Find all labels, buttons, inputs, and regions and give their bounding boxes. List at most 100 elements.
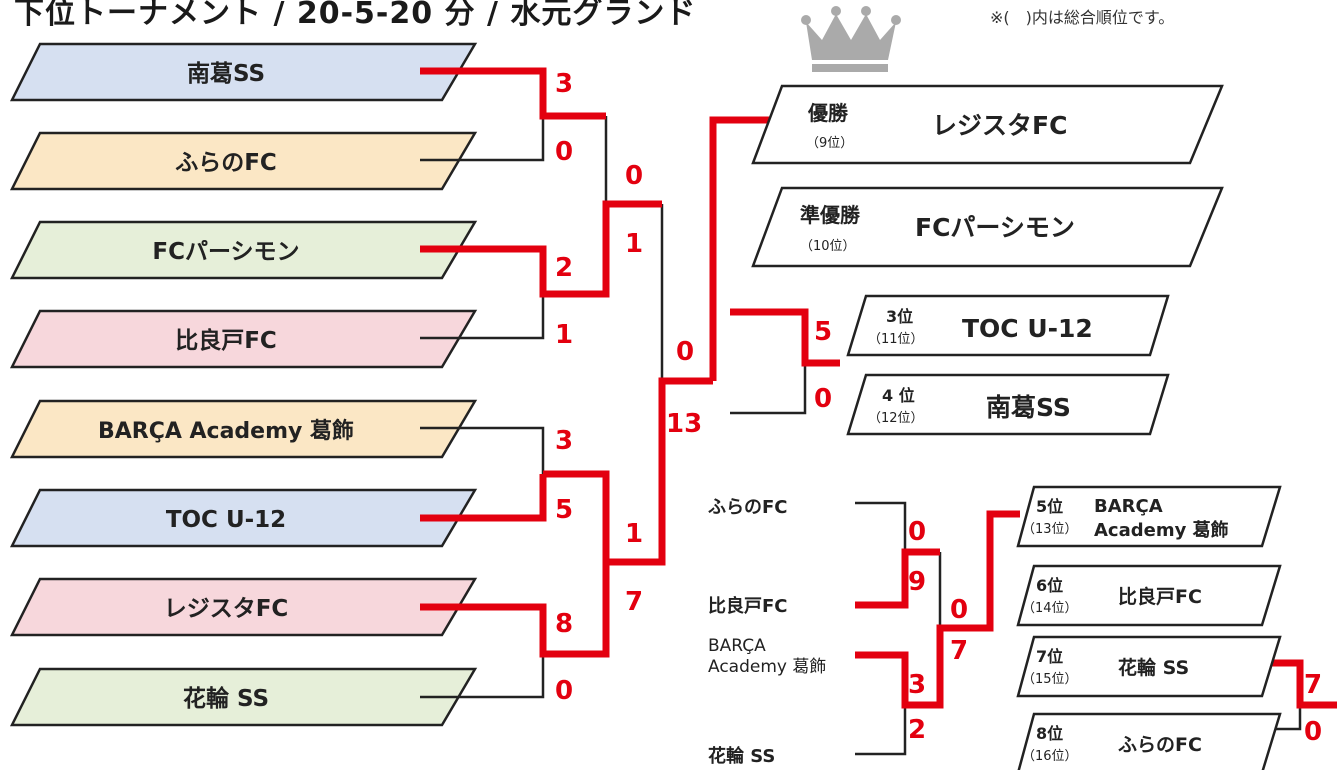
score: 0 bbox=[625, 161, 643, 191]
bracket-line bbox=[420, 426, 545, 474]
bracket-lines-win bbox=[420, 67, 1337, 709]
team-label: 花輪 SS bbox=[183, 685, 269, 712]
win-path bbox=[420, 377, 713, 658]
score: 1 bbox=[625, 519, 643, 549]
score: 3 bbox=[908, 670, 926, 700]
result-team: FCパーシモン bbox=[915, 213, 1075, 242]
score: 3 bbox=[555, 69, 573, 99]
score: 9 bbox=[908, 567, 926, 597]
team-label: 比良戸FC bbox=[708, 595, 788, 617]
win-path bbox=[709, 116, 770, 381]
result-box bbox=[846, 373, 1170, 436]
score: 0 bbox=[908, 517, 926, 547]
result-rank: 7位 bbox=[1036, 647, 1063, 666]
win-path bbox=[855, 510, 1020, 709]
lower-bracket-scores: 0 9 3 2 0 7 bbox=[908, 517, 968, 745]
team-box bbox=[9, 220, 478, 280]
round1-scores: 3 0 2 1 3 5 8 0 bbox=[555, 69, 573, 706]
win-path bbox=[420, 200, 662, 298]
bracket-lines-loss bbox=[420, 116, 1302, 756]
result-rank: 優勝 bbox=[807, 101, 849, 125]
crown-icon bbox=[801, 6, 901, 72]
score: 2 bbox=[908, 715, 926, 745]
result-boxes-top bbox=[751, 84, 1224, 436]
result-box bbox=[1017, 712, 1282, 770]
team-box bbox=[9, 309, 478, 369]
result-overall: （9位） bbox=[806, 136, 853, 151]
first-round-team-labels: 南葛SS ふらのFC FCパーシモン 比良戸FC BARÇA Academy 葛… bbox=[98, 61, 354, 712]
team-label: BARÇA bbox=[708, 636, 766, 656]
score: 8 bbox=[555, 609, 573, 639]
score: 2 bbox=[555, 253, 573, 283]
score: 0 bbox=[1304, 717, 1322, 747]
score: 1 bbox=[625, 229, 643, 259]
result-overall: （11位） bbox=[868, 332, 924, 347]
team-label: FCパーシモン bbox=[152, 239, 299, 265]
result-boxes-lower bbox=[1016, 485, 1282, 770]
result-rank: 5位 bbox=[1036, 497, 1063, 516]
result-overall: （13位） bbox=[1022, 522, 1078, 537]
team-label: 南葛SS bbox=[187, 61, 265, 87]
team-box bbox=[9, 42, 478, 102]
bracket-line bbox=[855, 501, 907, 552]
team-label: 比良戸FC bbox=[175, 327, 277, 354]
team-label: レジスタFC bbox=[164, 596, 289, 622]
team-box bbox=[9, 667, 478, 727]
bracket-line bbox=[855, 705, 907, 756]
result-team: 比良戸FC bbox=[1118, 585, 1202, 608]
result-overall: （15位） bbox=[1022, 672, 1078, 687]
result-box bbox=[1016, 564, 1282, 627]
team-box bbox=[9, 488, 478, 548]
team-label: BARÇA Academy 葛飾 bbox=[98, 418, 354, 444]
result-team: TOC U-12 bbox=[962, 314, 1093, 343]
result-box bbox=[1016, 635, 1282, 698]
result-team: 花輪 SS bbox=[1118, 656, 1189, 679]
result-rank: 3位 bbox=[886, 307, 913, 326]
win-path bbox=[543, 470, 610, 562]
result-box bbox=[846, 294, 1170, 357]
score: 0 bbox=[555, 137, 573, 167]
result-overall: （16位） bbox=[1022, 749, 1078, 764]
result-rank: 8位 bbox=[1036, 724, 1063, 743]
win-path bbox=[730, 308, 840, 367]
result-rank: 6位 bbox=[1036, 576, 1063, 595]
result-team: レジスタFC bbox=[932, 111, 1067, 140]
first-round-team-boxes bbox=[9, 42, 478, 727]
lower-bracket-teams: ふらのFC 比良戸FC BARÇA Academy 葛飾 花輪 SS bbox=[708, 497, 826, 767]
result-rank: 4 位 bbox=[882, 386, 915, 405]
score: 5 bbox=[814, 317, 832, 347]
result-box bbox=[1016, 485, 1282, 548]
result-team: ふらのFC bbox=[1118, 734, 1202, 756]
result-overall: （10位） bbox=[800, 239, 856, 254]
bracket-line bbox=[420, 294, 545, 340]
team-label: Academy 葛飾 bbox=[708, 657, 826, 677]
score: 0 bbox=[950, 595, 968, 625]
team-box bbox=[9, 131, 478, 191]
semifinal-scores: 0 1 1 7 bbox=[625, 161, 643, 617]
win-path bbox=[855, 548, 940, 609]
result-team: BARÇA bbox=[1094, 496, 1163, 517]
result-rank: 準優勝 bbox=[800, 203, 861, 227]
result-box bbox=[751, 186, 1224, 268]
bracket-line bbox=[730, 363, 807, 415]
score: 7 bbox=[625, 587, 643, 617]
score: 7 bbox=[950, 636, 968, 666]
team-box bbox=[9, 399, 478, 459]
score: 0 bbox=[676, 337, 694, 367]
result-team: 南葛SS bbox=[986, 393, 1071, 422]
final-scores: 0 13 bbox=[666, 337, 702, 439]
page-title: 下位トーナメント / 20-5-20 分 / 水元グランド bbox=[14, 0, 697, 31]
bracket-line bbox=[420, 654, 545, 699]
score: 7 bbox=[1304, 670, 1322, 700]
score: 5 bbox=[555, 495, 573, 525]
bracket-line bbox=[420, 116, 545, 162]
win-path bbox=[1270, 659, 1337, 709]
seventh-place-scores: 7 0 bbox=[1304, 670, 1322, 747]
score: 0 bbox=[814, 384, 832, 414]
team-box bbox=[9, 577, 478, 637]
score: 3 bbox=[555, 426, 573, 456]
win-path bbox=[420, 474, 547, 522]
win-path bbox=[420, 67, 606, 120]
team-label: ふらのFC bbox=[175, 150, 277, 176]
